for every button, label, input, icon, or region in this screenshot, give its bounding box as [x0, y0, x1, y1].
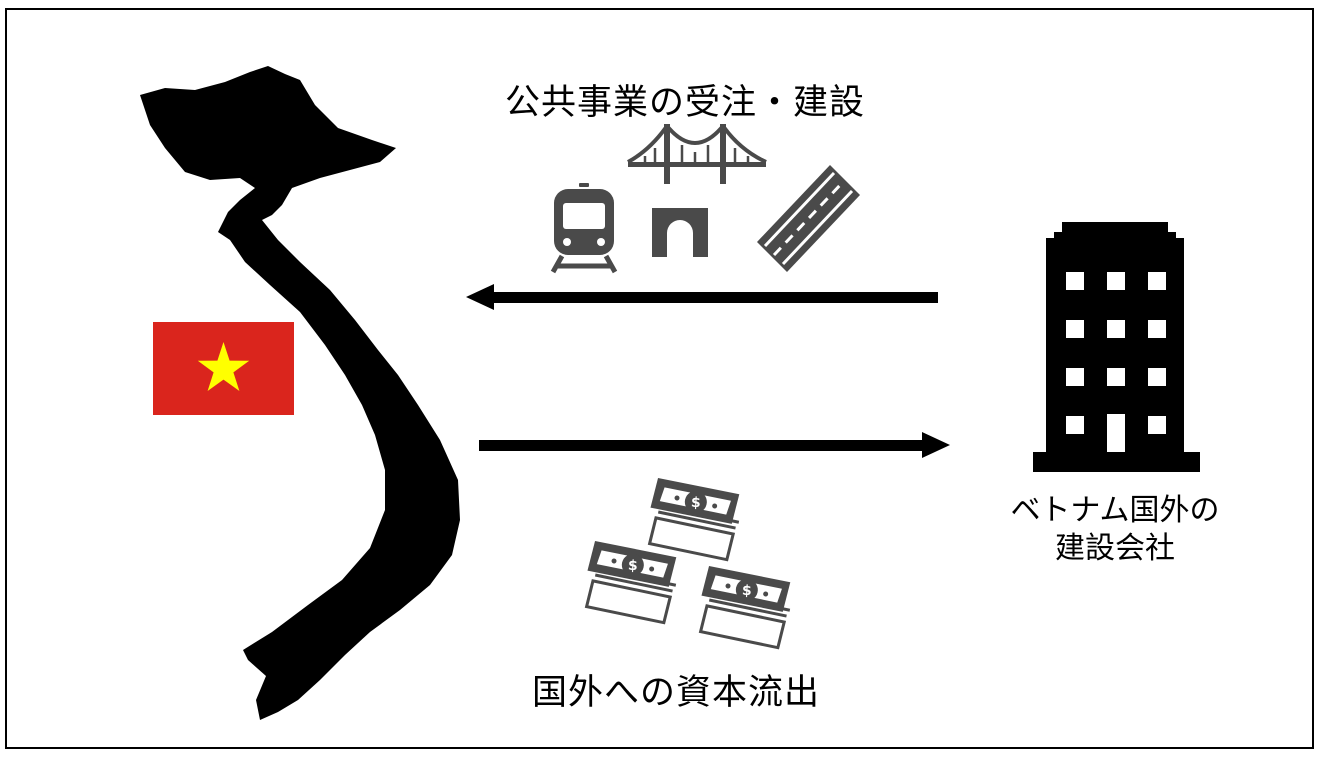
vietnam-flag-icon	[153, 322, 294, 415]
bottom-caption: 国外への資本流出	[532, 673, 821, 713]
road-icon	[757, 165, 860, 272]
banknote-icon	[646, 476, 743, 562]
arrow-to-vietnam	[466, 284, 938, 310]
top-caption: 公共事業の受注・建設	[505, 83, 866, 123]
banknote-icon	[583, 539, 680, 625]
company-label-line2: 建設会社	[1055, 531, 1175, 566]
suspension-bridge-icon	[627, 124, 767, 184]
company-label-line1: ベトナム国外の	[1010, 493, 1220, 528]
banknote-icon	[697, 564, 794, 650]
tunnel-icon	[652, 208, 708, 257]
train-icon	[550, 183, 618, 274]
arrow-to-company	[479, 432, 950, 458]
vietnam-map-icon	[140, 66, 460, 720]
company-label: ベトナム国外の 建設会社	[990, 492, 1240, 568]
office-building-icon	[1033, 222, 1200, 472]
